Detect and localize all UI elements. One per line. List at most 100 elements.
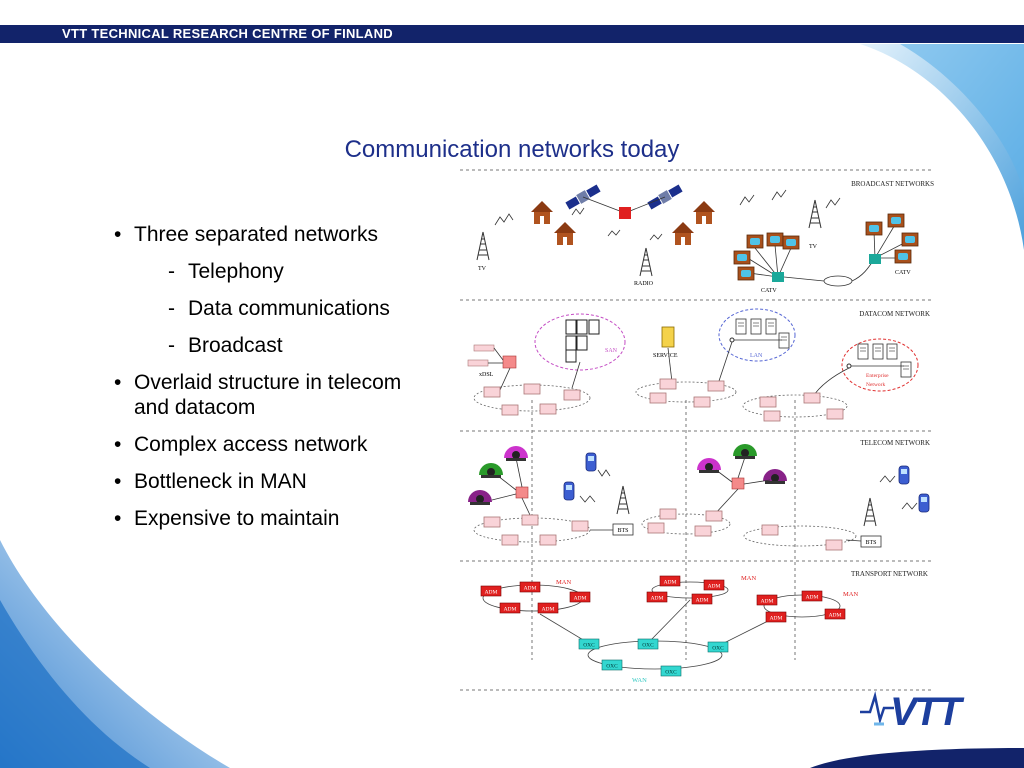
catv-headend-node xyxy=(869,254,881,264)
label-bts2: BTS xyxy=(865,540,876,546)
tv-set-icon xyxy=(737,266,755,281)
exchange-node xyxy=(761,524,779,536)
sub-bullet-data: Data communications xyxy=(112,296,401,321)
house-icon xyxy=(531,201,553,224)
router-node xyxy=(803,392,821,404)
router-node xyxy=(501,404,519,416)
layer-separators xyxy=(460,169,934,691)
lan-pc-icon xyxy=(735,318,747,335)
tv-set-icon xyxy=(887,213,905,228)
oxc-node: OXC xyxy=(578,638,600,650)
label-xdsl: xDSL xyxy=(479,372,494,378)
adm-node: ADM xyxy=(499,602,521,614)
tv-set-icon xyxy=(746,234,764,249)
oxc-node-label: OXC xyxy=(712,646,724,652)
router-node xyxy=(659,378,677,390)
exchange-node xyxy=(483,516,501,528)
enterprise-pc-icon xyxy=(886,343,898,360)
label-enterprise-line1: Enterprise xyxy=(866,373,889,379)
exchange-node xyxy=(694,525,712,537)
adm-node-label: ADM xyxy=(485,590,498,596)
adm-node: ADM xyxy=(480,585,502,597)
router-node xyxy=(826,408,844,420)
oxc-node-label: OXC xyxy=(665,670,677,676)
telephone-icon xyxy=(468,490,492,505)
organization-name: VTT TECHNICAL RESEARCH CENTRE OF FINLAND xyxy=(62,26,393,41)
adm-node-label: ADM xyxy=(806,595,819,601)
router-node xyxy=(759,396,777,408)
logo-pulse-icon xyxy=(860,691,894,726)
adm-node: ADM xyxy=(659,575,681,587)
broadcast-layer: TV RADIO TV xyxy=(476,184,919,294)
layer-label-datacom: DATACOM NETWORK xyxy=(859,310,930,318)
enterprise-pc-icon xyxy=(872,343,884,360)
mobile-phone-icon xyxy=(563,481,575,501)
telephone-icon xyxy=(733,444,757,459)
telephone-icon xyxy=(763,469,787,484)
tv-set-icon xyxy=(901,232,919,247)
router-node xyxy=(693,396,711,408)
catv-headend-node xyxy=(772,272,784,282)
router-node xyxy=(763,410,781,422)
oxc-node: OXC xyxy=(637,638,659,650)
adm-node: ADM xyxy=(519,581,541,593)
bullet-list: Three separated networks Telephony Data … xyxy=(112,222,401,531)
enterprise-pc-icon xyxy=(857,343,869,360)
layer-label-telecom: TELECOM NETWORK xyxy=(860,439,930,447)
local-exchange-node xyxy=(731,477,745,490)
bullet-expensive: Expensive to maintain xyxy=(112,506,401,531)
label-man3: MAN xyxy=(843,591,858,598)
adm-node: ADM xyxy=(801,590,823,602)
adm-node-label: ADM xyxy=(708,584,721,590)
adm-node: ADM xyxy=(756,594,778,606)
label-man1: MAN xyxy=(556,579,571,586)
adm-node-label: ADM xyxy=(504,607,517,613)
label-lan: LAN xyxy=(750,353,763,359)
label-enterprise-line2: Network xyxy=(866,382,885,388)
exchange-node xyxy=(539,534,557,546)
tv-tower-icon xyxy=(808,199,822,229)
adm-node-label: ADM xyxy=(664,580,677,586)
broadcast-hub-node xyxy=(619,207,631,219)
tv-tower-icon xyxy=(476,231,490,261)
house-icon xyxy=(693,201,715,224)
bullet-overlaid-line1: Overlaid structure in telecom xyxy=(134,371,402,394)
mobile-phone-icon xyxy=(918,493,930,513)
sub-bullet-telephony: Telephony xyxy=(112,259,401,284)
label-san: SAN xyxy=(605,348,618,354)
bullet-bottleneck: Bottleneck in MAN xyxy=(112,469,401,494)
layer-label-transport: TRANSPORT NETWORK xyxy=(851,570,928,578)
adm-node: ADM xyxy=(569,591,591,603)
label-tv2: TV xyxy=(809,244,818,250)
adm-node: ADM xyxy=(703,579,725,591)
adm-node: ADM xyxy=(646,591,668,603)
label-catv1: CATV xyxy=(761,288,777,294)
router-node xyxy=(483,386,501,398)
tv-set-icon xyxy=(865,221,883,236)
label-service: SERVICE xyxy=(653,353,678,359)
house-icon xyxy=(672,222,694,245)
router-node xyxy=(539,403,557,415)
adm-node: ADM xyxy=(691,593,713,605)
lan-pc-icon xyxy=(778,332,790,349)
label-wan: WAN xyxy=(632,677,647,684)
logo-text: VTT xyxy=(890,690,962,734)
oxc-node: OXC xyxy=(601,659,623,671)
radio-tower-icon xyxy=(639,247,653,277)
tv-set-icon xyxy=(894,249,912,264)
datacom-layer: SAN SERVICE LAN Enterprise Network xyxy=(467,308,919,422)
bullet-three-separated: Three separated networks xyxy=(112,222,401,247)
adm-node-label: ADM xyxy=(574,596,587,602)
adm-node-label: ADM xyxy=(696,598,709,604)
adm-node-label: ADM xyxy=(770,616,783,622)
router-node xyxy=(649,392,667,404)
oxc-node-label: OXC xyxy=(583,643,595,649)
tv-set-icon xyxy=(782,235,800,250)
oxc-node-label: OXC xyxy=(606,664,618,670)
telephone-icon xyxy=(479,463,503,478)
base-station-tower-icon xyxy=(616,485,630,515)
base-station-tower-icon xyxy=(863,497,877,527)
